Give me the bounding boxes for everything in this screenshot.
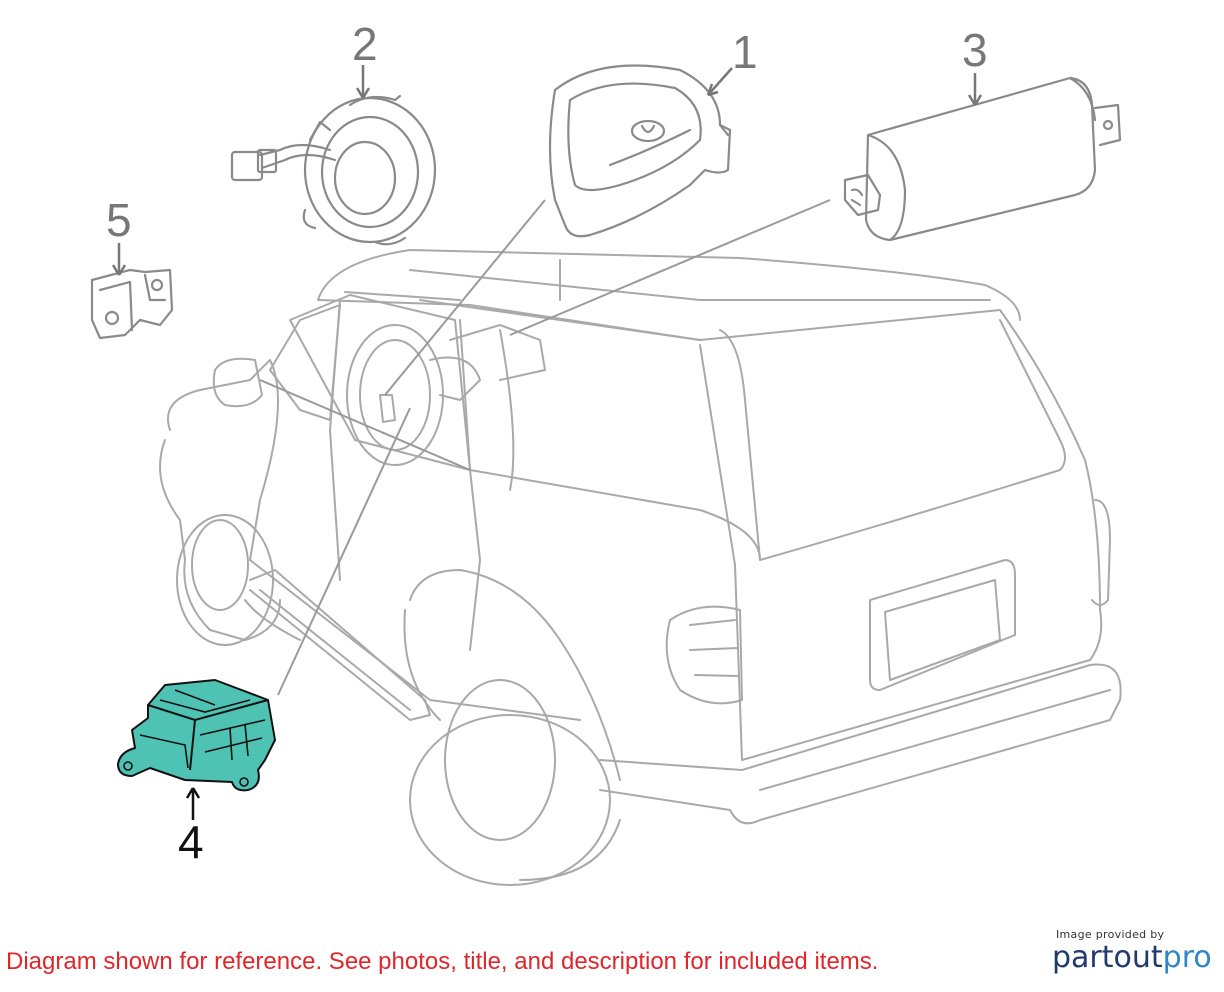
part-5-sensor-bracket: 5 [90,194,174,340]
credit-caption: Image provided by [1056,928,1165,941]
callout-1: 1 [732,26,758,78]
part-4-airbag-sensor-module: 4 [117,679,276,868]
logo-part-b: pro [1162,940,1212,975]
callout-2: 2 [352,18,378,70]
disclaimer-text: Diagram shown for reference. See photos,… [6,948,879,975]
part-2-spiral-cable: 2 [230,18,437,246]
callout-4: 4 [178,816,204,868]
image-credit: Image provided by partoutpro [1052,928,1212,975]
partoutpro-logo: partoutpro [1052,941,1212,975]
logo-part-a: partout [1052,940,1163,975]
part-3-passenger-airbag: 3 [843,24,1122,242]
vehicle-illustration [159,249,1122,886]
leader-lines [259,199,831,696]
callout-5: 5 [106,194,132,246]
callout-3: 3 [962,24,988,76]
part-1-steering-airbag: 1 [548,26,758,238]
